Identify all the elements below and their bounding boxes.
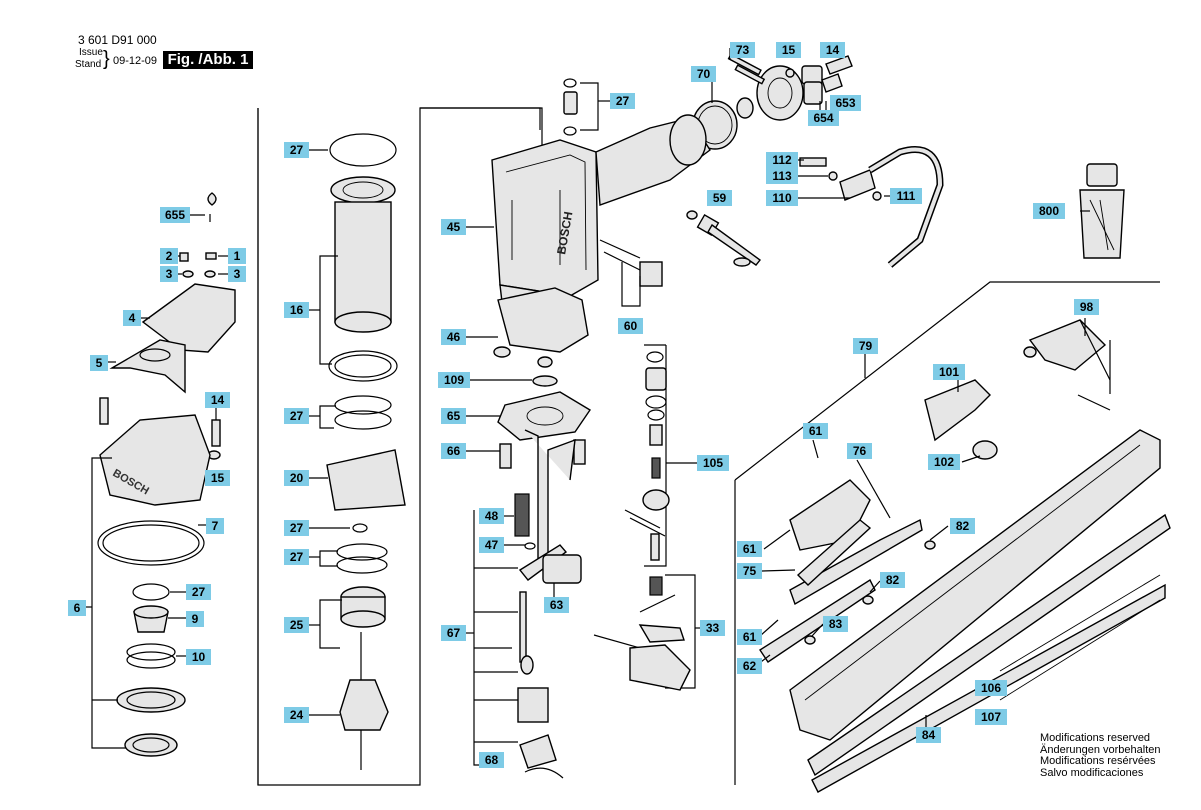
callout-82: 82 (880, 572, 905, 588)
part-number: 3 601 D91 000 (78, 33, 157, 47)
callout-1: 1 (228, 248, 246, 264)
callout-61: 61 (737, 629, 762, 645)
callout-16: 16 (284, 302, 309, 318)
note-line: Modifications resérvées (1040, 755, 1156, 767)
callout-15: 15 (776, 42, 801, 58)
note-line: Salvo modificaciones (1040, 766, 1144, 779)
callout-27: 27 (610, 93, 635, 109)
callout-14: 14 (820, 42, 845, 58)
callout-62: 62 (737, 658, 762, 674)
callout-111: 111 (890, 188, 922, 204)
parts-59-60 (599, 210, 762, 307)
callout-27: 27 (284, 408, 309, 424)
figure-badge: Fig. /Abb. 1 (163, 51, 253, 69)
callout-9: 9 (186, 611, 204, 627)
callout-654: 654 (808, 110, 839, 126)
callout-66: 66 (441, 443, 466, 459)
note-line: Modifications reserved (1040, 732, 1151, 744)
callout-61: 61 (803, 423, 828, 439)
callout-107: 107 (975, 709, 1007, 725)
callout-46: 46 (441, 329, 466, 345)
callout-110: 110 (766, 190, 798, 206)
callout-63: 63 (544, 597, 569, 613)
callout-653: 653 (830, 95, 861, 111)
hose-assembly (799, 145, 944, 268)
callout-98: 98 (1074, 299, 1099, 315)
callout-45: 45 (441, 219, 466, 235)
callout-2: 2 (160, 248, 178, 264)
callout-27: 27 (284, 549, 309, 565)
trigger-valve-top (563, 78, 612, 136)
callout-84: 84 (916, 727, 941, 743)
stand-label: Stand (75, 59, 102, 70)
driver-assembly (514, 493, 582, 779)
callout-800: 800 (1033, 203, 1065, 219)
callout-33: 33 (700, 620, 725, 636)
callout-655: 655 (160, 207, 190, 223)
callout-73: 73 (730, 42, 755, 58)
note-line: Änderungen vorbehalten (1040, 743, 1161, 756)
trigger-33 (593, 574, 696, 691)
callout-76: 76 (847, 443, 872, 459)
issue-date: 09-12-09 (113, 55, 158, 67)
modifications-note: Modifications reserved Änderungen vorbeh… (1040, 732, 1161, 779)
valve-105 (624, 344, 670, 567)
issue-label: Issue (79, 47, 103, 58)
callout-61: 61 (737, 541, 762, 557)
cylinder-parts (326, 133, 406, 770)
callout-82: 82 (950, 518, 975, 534)
callout-109: 109 (438, 372, 470, 388)
callout-24: 24 (284, 707, 309, 723)
callout-6: 6 (68, 600, 86, 616)
callout-83: 83 (823, 616, 848, 632)
callout-27: 27 (284, 142, 309, 158)
callout-14: 14 (205, 392, 230, 408)
callout-10: 10 (186, 649, 211, 665)
callout-68: 68 (479, 752, 504, 768)
callout-65: 65 (441, 408, 466, 424)
callout-70: 70 (691, 66, 716, 82)
top-cap-assembly: BOSCH (99, 192, 236, 506)
callout-5: 5 (90, 355, 108, 371)
callout-15: 15 (205, 470, 230, 486)
callout-59: 59 (707, 190, 732, 206)
magazine-assembly (759, 319, 1171, 793)
callout-27: 27 (186, 584, 211, 600)
callout-113: 113 (766, 168, 798, 184)
callout-60: 60 (618, 318, 643, 334)
callout-4: 4 (123, 310, 141, 326)
callout-105: 105 (697, 455, 729, 471)
callout-112: 112 (766, 152, 798, 168)
callout-25: 25 (284, 617, 309, 633)
cylinder-cap (497, 391, 591, 567)
seals-left (97, 520, 205, 757)
bumper (493, 287, 589, 368)
callout-20: 20 (284, 470, 309, 486)
callout-3: 3 (228, 266, 246, 282)
magazine-frame (734, 281, 1160, 481)
brace-icon: } (103, 48, 110, 70)
callout-106: 106 (975, 680, 1007, 696)
callout-27: 27 (284, 520, 309, 536)
callout-75: 75 (737, 563, 762, 579)
callout-7: 7 (206, 518, 224, 534)
end-cap-group (692, 53, 853, 150)
callout-47: 47 (479, 537, 504, 553)
callout-3: 3 (160, 266, 178, 282)
lubricant-tube (1079, 163, 1125, 259)
washer-109 (532, 375, 558, 387)
callout-67: 67 (441, 625, 466, 641)
callout-102: 102 (928, 454, 960, 470)
callout-48: 48 (479, 508, 504, 524)
bracket-6 (91, 457, 126, 749)
callout-79: 79 (853, 338, 878, 354)
callout-101: 101 (933, 364, 965, 380)
